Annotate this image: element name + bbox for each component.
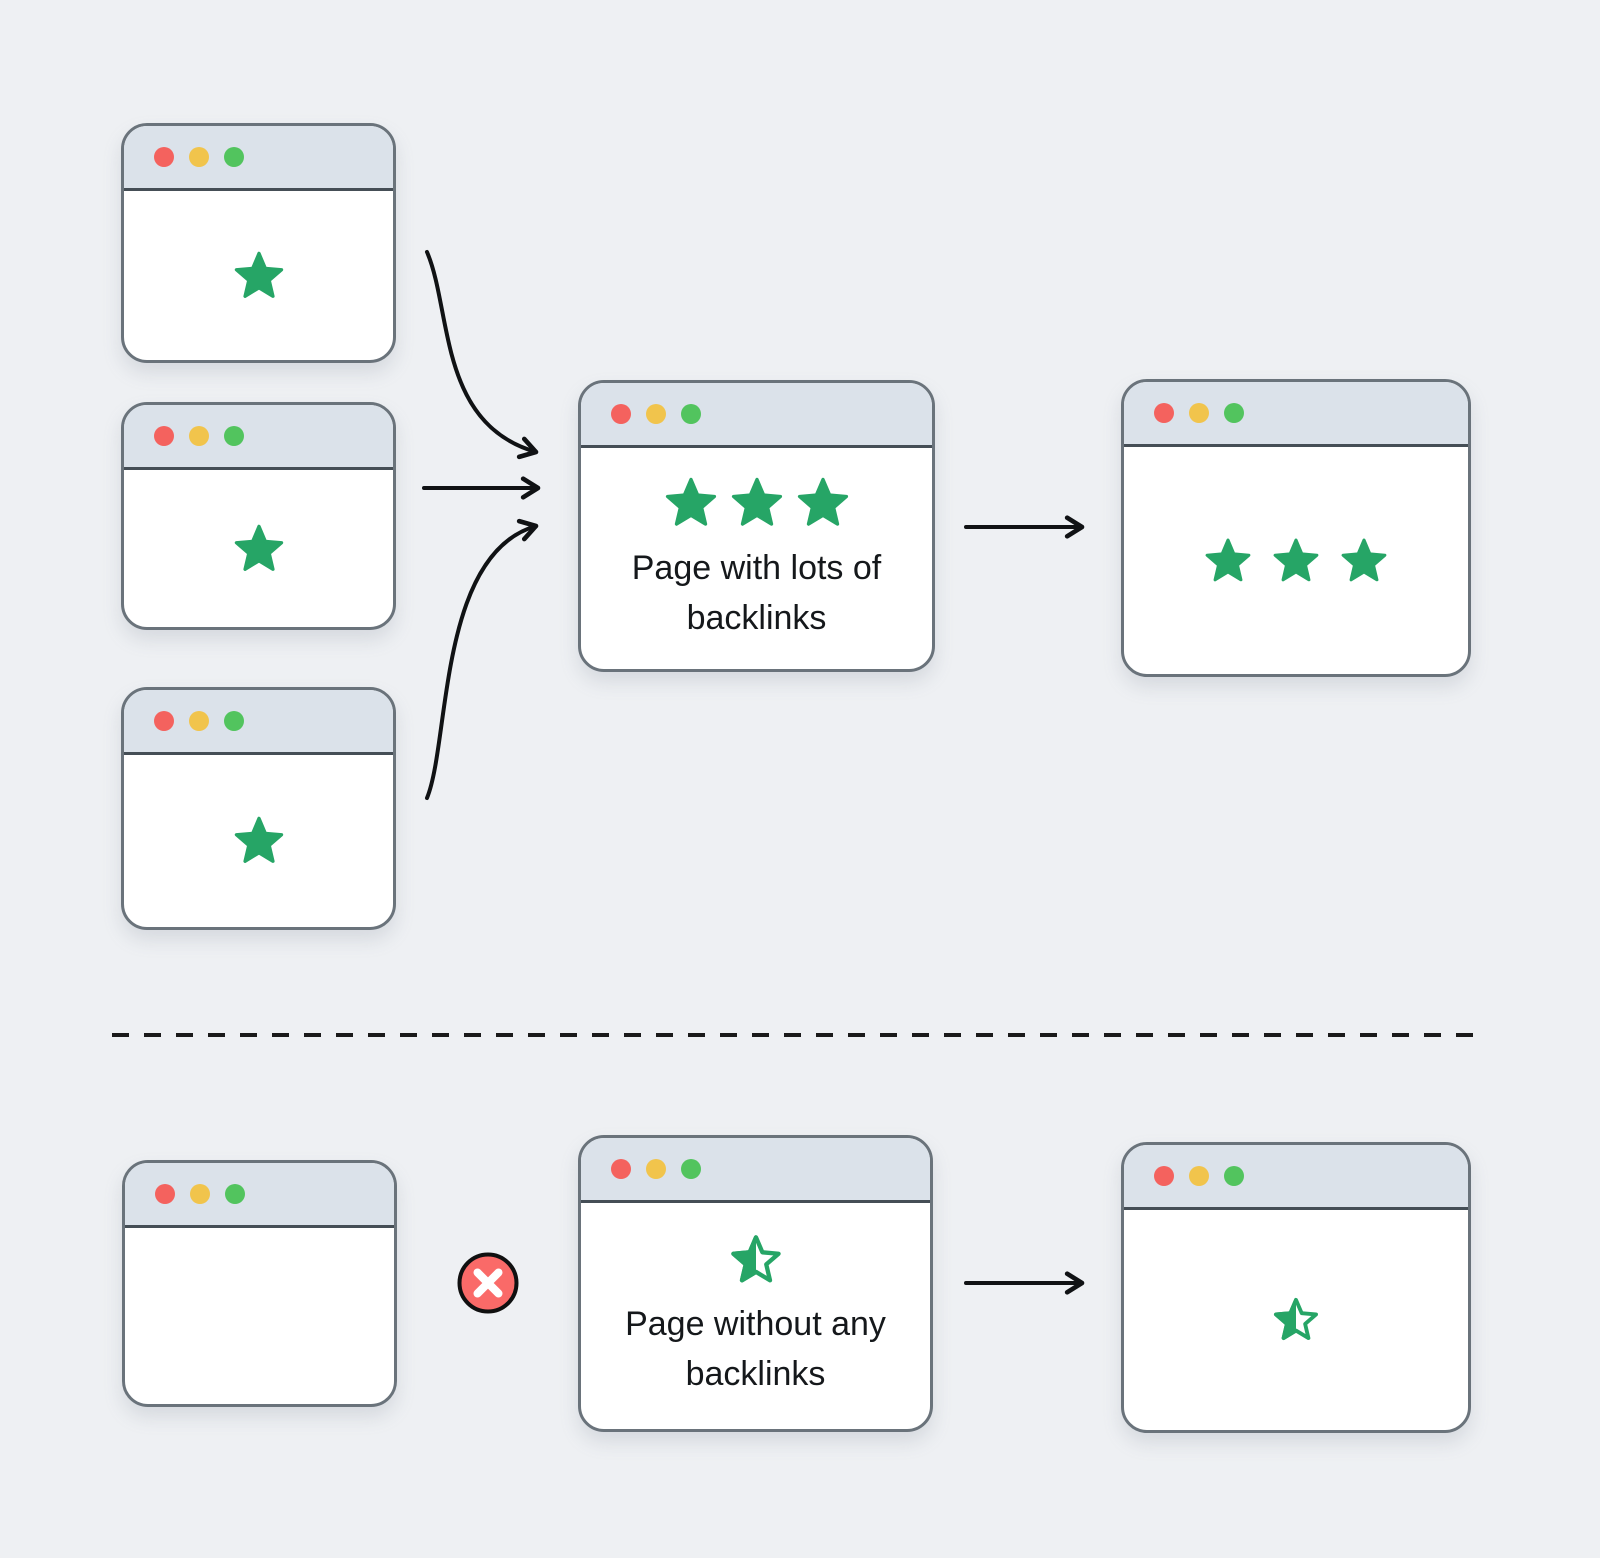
traffic-light-yellow-icon: [189, 147, 209, 167]
hub-window-no-backlinks: Page without any backlinks: [578, 1135, 933, 1432]
source-window-2: [121, 402, 396, 630]
window-titlebar: [581, 1138, 930, 1203]
backlink-arrow-top: [425, 250, 539, 460]
star-rating: [1194, 536, 1398, 586]
traffic-light-yellow-icon: [190, 1184, 210, 1204]
window-titlebar: [124, 126, 393, 191]
hub-label: Page with lots of backlinks: [631, 548, 882, 637]
window-titlebar: [124, 690, 393, 755]
blocked-x-icon: [456, 1251, 520, 1315]
traffic-light-red-icon: [1154, 1166, 1174, 1186]
traffic-light-red-icon: [1154, 403, 1174, 423]
star-rating: [232, 249, 286, 303]
hub-label: Page without any backlinks: [625, 1305, 886, 1393]
traffic-light-green-icon: [224, 147, 244, 167]
traffic-light-yellow-icon: [189, 426, 209, 446]
star-rating: [658, 475, 856, 531]
backlink-arrow-bottom: [425, 518, 539, 800]
traffic-light-red-icon: [154, 426, 174, 446]
traffic-light-red-icon: [154, 147, 174, 167]
window-titlebar: [1124, 382, 1468, 447]
traffic-light-yellow-icon: [189, 711, 209, 731]
traffic-light-yellow-icon: [1189, 403, 1209, 423]
window-titlebar: [125, 1163, 394, 1228]
traffic-light-red-icon: [611, 404, 631, 424]
empty-source-window: [122, 1160, 397, 1407]
hub-window-backlinks: Page with lots of backlinks: [578, 380, 935, 672]
traffic-light-red-icon: [155, 1184, 175, 1204]
traffic-light-yellow-icon: [1189, 1166, 1209, 1186]
source-window-1: [121, 123, 396, 363]
traffic-light-green-icon: [681, 1159, 701, 1179]
star-rating: [232, 814, 286, 868]
traffic-light-green-icon: [225, 1184, 245, 1204]
half-star-rating: [1272, 1296, 1320, 1344]
traffic-light-green-icon: [224, 426, 244, 446]
window-titlebar: [124, 405, 393, 470]
traffic-light-green-icon: [1224, 403, 1244, 423]
source-window-3: [121, 687, 396, 930]
traffic-light-green-icon: [1224, 1166, 1244, 1186]
window-titlebar: [581, 383, 932, 448]
traffic-light-yellow-icon: [646, 404, 666, 424]
result-window-bottom: [1121, 1142, 1471, 1433]
traffic-light-red-icon: [154, 711, 174, 731]
half-star-rating: [729, 1233, 783, 1287]
traffic-light-green-icon: [224, 711, 244, 731]
traffic-light-green-icon: [681, 404, 701, 424]
traffic-light-yellow-icon: [646, 1159, 666, 1179]
result-window-top: [1121, 379, 1471, 677]
window-titlebar: [1124, 1145, 1468, 1210]
star-rating: [232, 522, 286, 576]
traffic-light-red-icon: [611, 1159, 631, 1179]
